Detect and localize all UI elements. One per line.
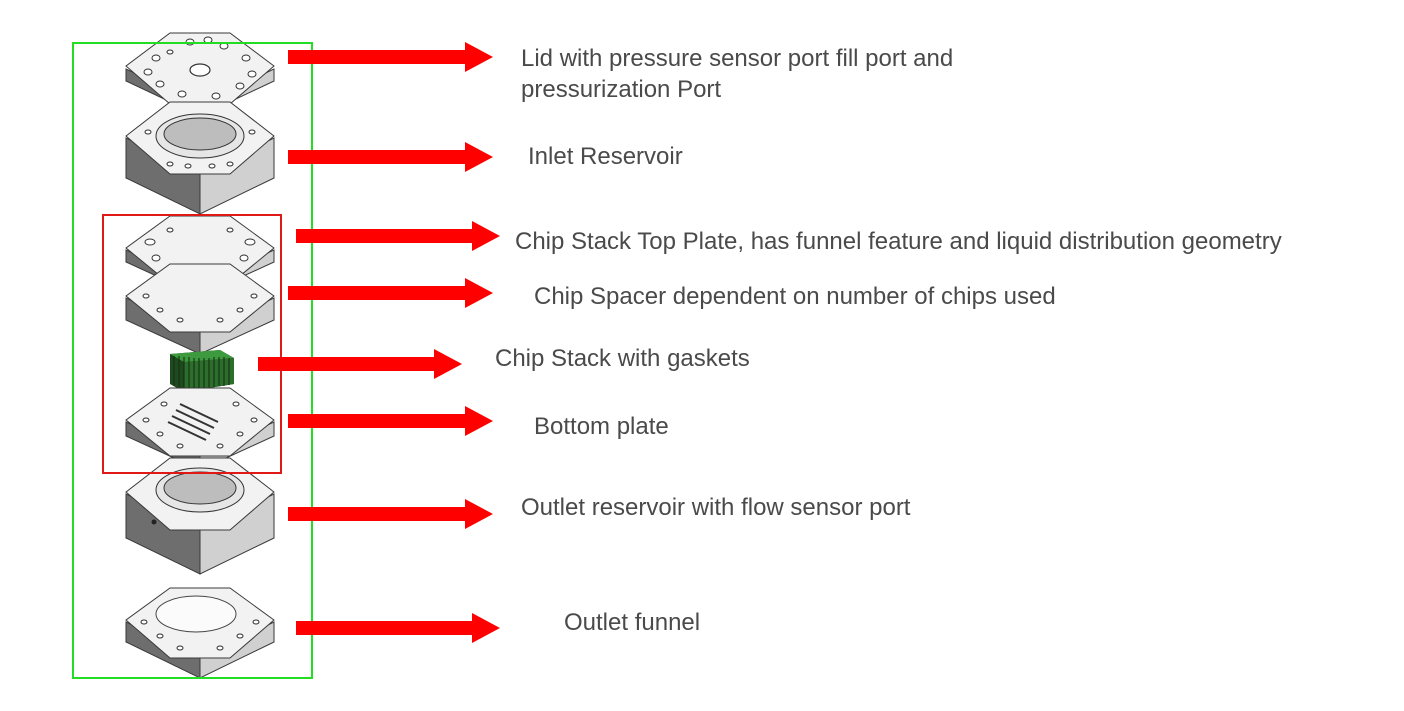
chip-group-outline: [102, 214, 282, 474]
label-chip-stack: Chip Stack with gaskets: [495, 343, 750, 374]
arrow-outlet-funnel: [296, 613, 500, 643]
arrow-chip-stack-top-plate: [296, 221, 500, 251]
arrow-chip-stack: [258, 349, 462, 379]
label-outlet-reservoir: Outlet reservoir with flow sensor port: [521, 492, 910, 523]
label-inlet-reservoir-text: Inlet Reservoir: [528, 143, 683, 170]
label-lid: Lid with pressure sensor port fill port …: [521, 43, 953, 105]
label-outlet-funnel: Outlet funnel: [564, 607, 700, 638]
label-bottom-plate-text: Bottom plate: [534, 413, 669, 440]
label-outlet-reservoir-text: Outlet reservoir with flow sensor port: [521, 494, 911, 521]
label-bottom-plate: Bottom plate: [534, 411, 669, 442]
label-chip-spacer-text: Chip Spacer dependent on number of chips…: [534, 283, 1056, 310]
outlet-reservoir-part: [125, 457, 275, 575]
label-chip-stack-top-plate-text: Chip Stack Top Plate, has funnel feature…: [515, 228, 1282, 255]
label-lid-line-1: Lid with pressure sensor port fill port …: [521, 45, 954, 72]
label-inlet-reservoir: Inlet Reservoir: [528, 141, 683, 172]
outlet-funnel-part: [125, 587, 275, 679]
arrow-chip-spacer: [288, 278, 493, 308]
arrow-inlet-reservoir: [288, 142, 493, 172]
label-lid-line-2: pressurization Port: [521, 76, 722, 103]
label-outlet-funnel-text: Outlet funnel: [564, 609, 701, 636]
label-chip-stack-top-plate: Chip Stack Top Plate, has funnel feature…: [515, 226, 1282, 257]
label-chip-stack-text: Chip Stack with gaskets: [495, 345, 750, 372]
arrow-lid: [288, 42, 493, 72]
label-chip-spacer: Chip Spacer dependent on number of chips…: [534, 281, 1056, 312]
chip-spacer-part: [125, 263, 275, 355]
arrow-outlet-reservoir: [288, 499, 493, 529]
arrow-bottom-plate: [288, 406, 493, 436]
inlet-reservoir-part: [125, 101, 275, 215]
chip-stack-part: [170, 350, 234, 392]
